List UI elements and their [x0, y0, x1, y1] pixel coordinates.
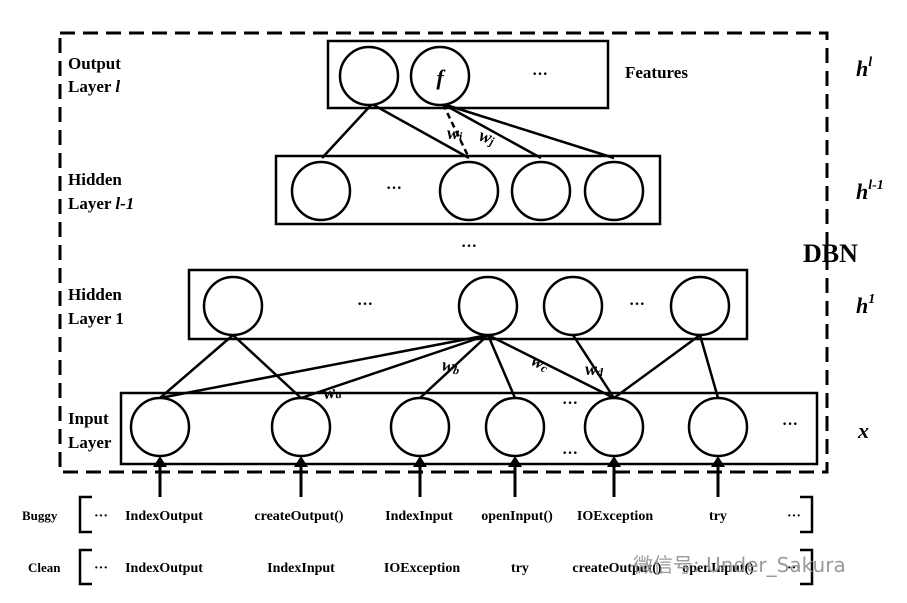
hidden1-node: [669, 275, 731, 337]
input-node: [389, 396, 451, 458]
hidden-top-layer-label: Hidden: [68, 170, 122, 189]
hidden-top-node: [290, 160, 352, 222]
buggy-token: IOException: [577, 509, 653, 524]
connections-bottom: [159, 333, 720, 400]
hidden1-ellipsis-a: ···: [357, 296, 373, 313]
input-ellipsis-right: ···: [782, 416, 798, 433]
clean-token: openInput(): [682, 561, 754, 576]
hidden1-ellipsis-b: ···: [629, 296, 645, 313]
buggy-token: try: [709, 509, 727, 524]
output-layer-label-2: Layer l: [68, 77, 120, 96]
hidden-layer-top-box: [274, 154, 662, 226]
input-ellipsis-bottom: ···: [562, 445, 578, 462]
buggy-token: createOutput(): [254, 509, 343, 524]
output-layer-label: Output: [68, 54, 121, 73]
clean-token: ···: [787, 561, 801, 576]
output-node-f: [409, 45, 471, 107]
clean-bracket-right: [800, 548, 814, 586]
side-label-hl-1: hl-1: [856, 178, 884, 204]
hidden-top-node: [583, 160, 645, 222]
input-node: [583, 396, 645, 458]
buggy-bracket-left: [78, 495, 92, 534]
hidden1-node: [457, 275, 519, 337]
hidden-top-ellipsis: ···: [386, 180, 402, 197]
side-label-h1: h1: [856, 292, 875, 318]
hidden1-node: [542, 275, 604, 337]
output-node: [338, 45, 400, 107]
weight-wj-label: wj: [477, 125, 498, 149]
weight-wd-label: wd: [585, 359, 604, 379]
weight-wi-label: wi: [447, 123, 463, 143]
hidden-top-layer-label-2: Layer l-1: [68, 194, 134, 213]
output-ellipsis: ···: [532, 66, 548, 83]
hidden1-node: [202, 275, 264, 337]
input-node: [129, 396, 191, 458]
buggy-token: ···: [94, 509, 108, 524]
buggy-bracket-right: [800, 495, 814, 534]
watermark-text: 微信号: Under_Sakura: [633, 553, 846, 577]
buggy-token: IndexOutput: [125, 509, 203, 524]
hidden-top-node: [510, 160, 572, 222]
weight-wb-label: wb: [440, 354, 462, 377]
clean-token: IndexInput: [267, 561, 335, 576]
weight-wa-label: wa: [322, 381, 343, 403]
clean-token: ···: [94, 561, 108, 576]
clean-token: IOException: [384, 561, 460, 576]
buggy-token: ···: [787, 509, 801, 524]
buggy-token: openInput(): [481, 509, 553, 524]
weight-wc-label: wc: [528, 350, 553, 376]
connections-top: [321, 102, 615, 160]
features-label: Features: [625, 63, 688, 82]
clean-bracket-left: [78, 548, 92, 586]
input-node: [687, 396, 749, 458]
side-label-hl: hl: [856, 55, 872, 81]
input-node: [270, 396, 332, 458]
input-arrows: [153, 456, 725, 497]
f-label: f: [436, 65, 446, 90]
output-layer-box: [326, 39, 610, 110]
input-layer-label-2: Layer: [68, 433, 112, 452]
input-ellipsis-top: ···: [562, 395, 578, 412]
hidden-top-node: [438, 160, 500, 222]
side-label-x: x: [857, 418, 869, 443]
hidden1-layer-label: Hidden: [68, 285, 122, 304]
buggy-row-label: Buggy: [22, 508, 58, 523]
input-layer-box: [119, 391, 819, 466]
clean-token: createOutput(): [572, 561, 661, 576]
input-layer-label: Input: [68, 409, 109, 428]
hidden1-layer-label-2: Layer 1: [68, 309, 124, 328]
clean-token: try: [511, 561, 529, 576]
clean-token: IndexOutput: [125, 561, 203, 576]
input-node: [484, 396, 546, 458]
dbn-boundary: [58, 31, 829, 474]
layers-between-ellipsis: ···: [461, 238, 477, 255]
dbn-label: DBN: [803, 239, 858, 268]
buggy-token: IndexInput: [385, 509, 453, 524]
clean-row-label: Clean: [28, 560, 61, 575]
